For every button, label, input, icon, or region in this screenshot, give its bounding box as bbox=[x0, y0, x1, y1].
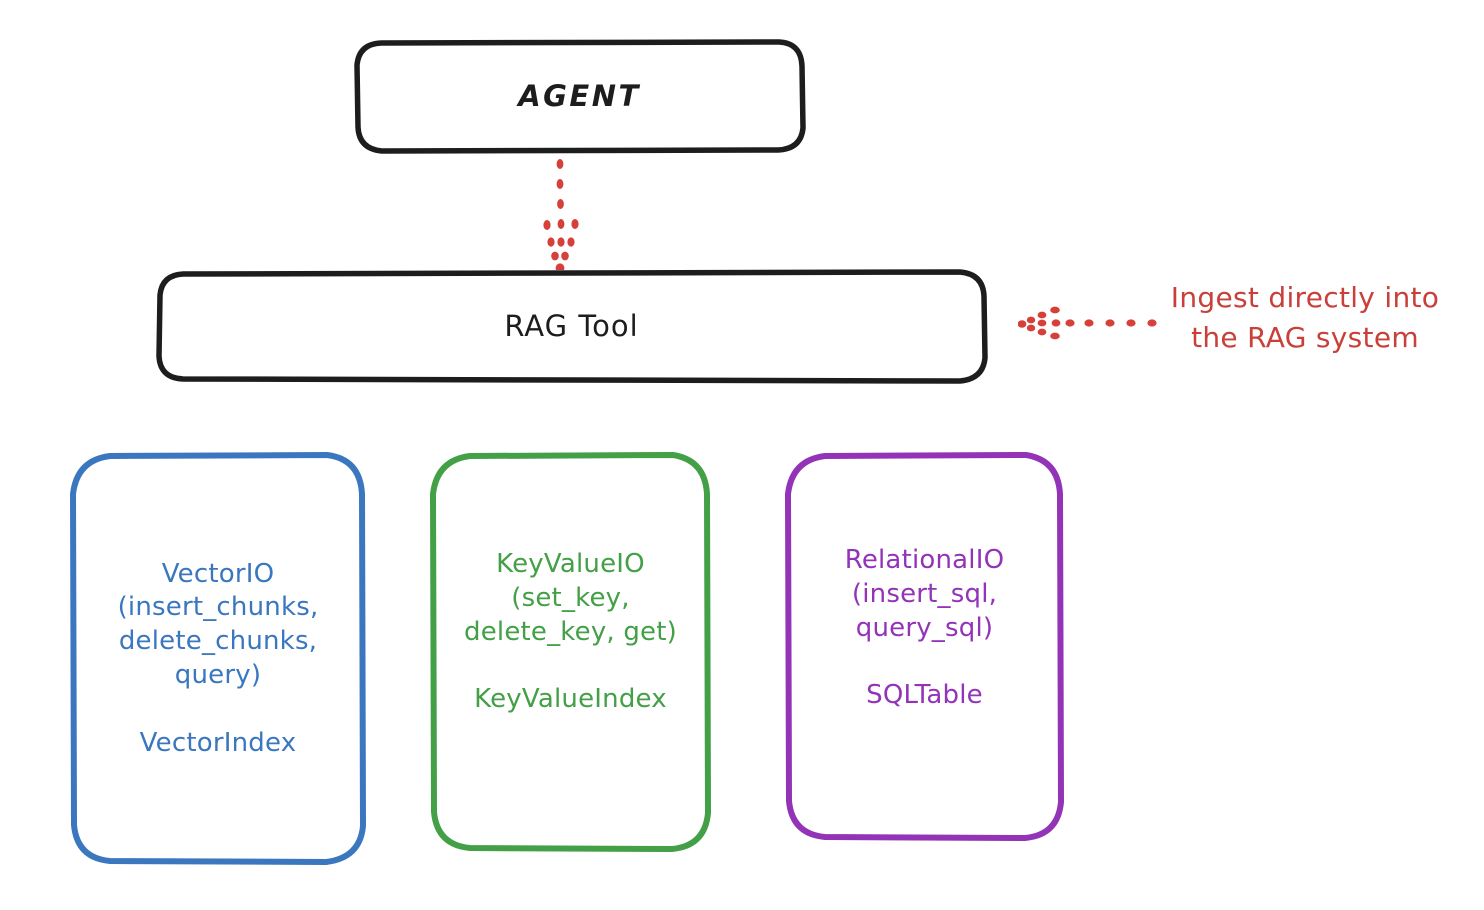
relational-io-box-outline bbox=[785, 452, 1064, 841]
agent-label: AGENT bbox=[518, 78, 641, 113]
node-relational-io[interactable]: RelationalIO (insert_sql, query_sql) SQL… bbox=[785, 452, 1064, 842]
connector-agent-to-rag-tool bbox=[520, 158, 600, 274]
dotted-down-arrow-icon bbox=[543, 159, 579, 273]
vector-io-api-label: VectorIO (insert_chunks, delete_chunks, … bbox=[117, 558, 319, 690]
node-vector-io[interactable]: VectorIO (insert_chunks, delete_chunks, … bbox=[70, 452, 366, 866]
rag-tool-label: RAG Tool bbox=[504, 308, 639, 343]
node-rag-tool[interactable]: RAG Tool bbox=[156, 269, 988, 384]
connector-ingest-arrow bbox=[1017, 298, 1158, 350]
node-agent[interactable]: AGENT bbox=[354, 39, 806, 154]
vector-io-index-label: VectorIndex bbox=[139, 727, 297, 758]
node-key-value-io[interactable]: KeyValueIO (set_key, delete_key, get) Ke… bbox=[430, 452, 711, 853]
relational-io-api-label: RelationalIO (insert_sql, query_sql) bbox=[844, 545, 1005, 643]
key-value-io-api-label: KeyValueIO (set_key, delete_key, get) bbox=[464, 549, 677, 647]
key-value-io-box-outline bbox=[430, 452, 711, 852]
dotted-left-arrow-icon bbox=[1017, 306, 1157, 340]
ingest-annotation-text: Ingest directly into the RAG system bbox=[1170, 281, 1440, 354]
relational-io-index-label: SQLTable bbox=[866, 680, 983, 711]
key-value-io-index-label: KeyValueIndex bbox=[474, 684, 667, 715]
